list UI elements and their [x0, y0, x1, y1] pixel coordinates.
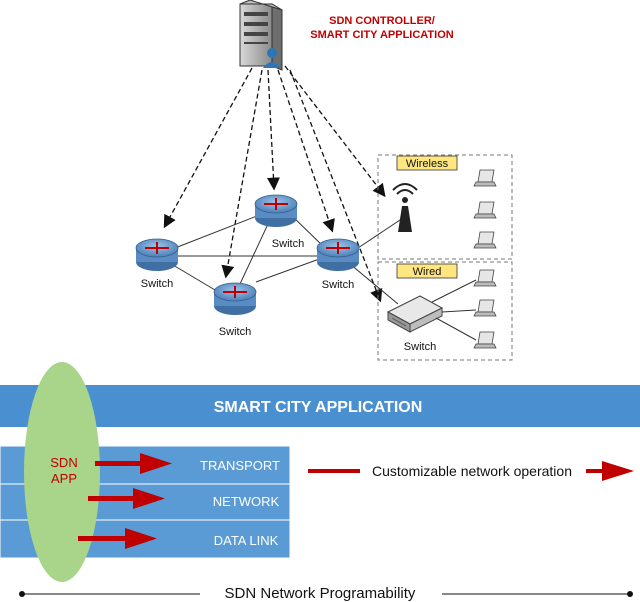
wired-links	[431, 279, 477, 341]
programmability-left-dot	[19, 591, 25, 597]
user-icon	[263, 48, 281, 68]
laptop-icon	[473, 201, 497, 219]
wired-switch-icon	[386, 295, 444, 333]
data-link-label: DATA LINK	[214, 533, 279, 548]
sdn-app-ellipse	[24, 362, 100, 582]
programmability-right-dot	[627, 591, 633, 597]
wired-label: Wired	[413, 266, 442, 278]
laptop-icon	[473, 231, 497, 249]
switch-left-label: Switch	[141, 278, 173, 290]
controller-title-line2: SMART CITY APPLICATION	[310, 29, 453, 41]
laptop-icon	[473, 269, 497, 287]
network-links	[167, 213, 401, 305]
wireless-box	[377, 154, 513, 260]
wired-box	[377, 261, 513, 361]
programmability-label: SDN Network Programability	[225, 585, 416, 602]
network-label: NETWORK	[213, 494, 280, 509]
wireless-label: Wireless	[406, 158, 449, 170]
laptop-icon	[473, 169, 497, 187]
wireless-tag	[396, 155, 458, 171]
switch-top: Switch	[254, 194, 304, 250]
laptop-icon	[473, 331, 497, 349]
server-icon	[239, 0, 283, 71]
controller-title-line1: SDN CONTROLLER/	[329, 15, 435, 27]
laptop-icon	[473, 299, 497, 317]
control-arrows	[163, 65, 386, 303]
programmability-label-bg	[200, 583, 442, 602]
transport-label: TRANSPORT	[200, 458, 280, 473]
wired-switch-label: Switch	[404, 341, 436, 353]
switch-bottom-label: Switch	[219, 326, 251, 338]
sdn-app-label-line2: APP	[51, 471, 77, 486]
switch-right-label: Switch	[322, 279, 354, 291]
smart-city-application-bar	[0, 385, 640, 427]
switch-right: Switch	[316, 238, 360, 291]
switch-bottom: Switch	[213, 282, 257, 338]
switch-left: Switch	[135, 238, 179, 290]
smart-city-application-label: SMART CITY APPLICATION	[214, 399, 423, 416]
sdn-app-label-line1: SDN	[50, 455, 77, 470]
switch-top-label: Switch	[272, 238, 304, 250]
customizable-operation-label: Customizable network operation	[372, 463, 572, 479]
red-arrows	[78, 453, 634, 549]
wireless-antenna-icon	[392, 183, 418, 232]
wired-tag	[396, 263, 458, 279]
